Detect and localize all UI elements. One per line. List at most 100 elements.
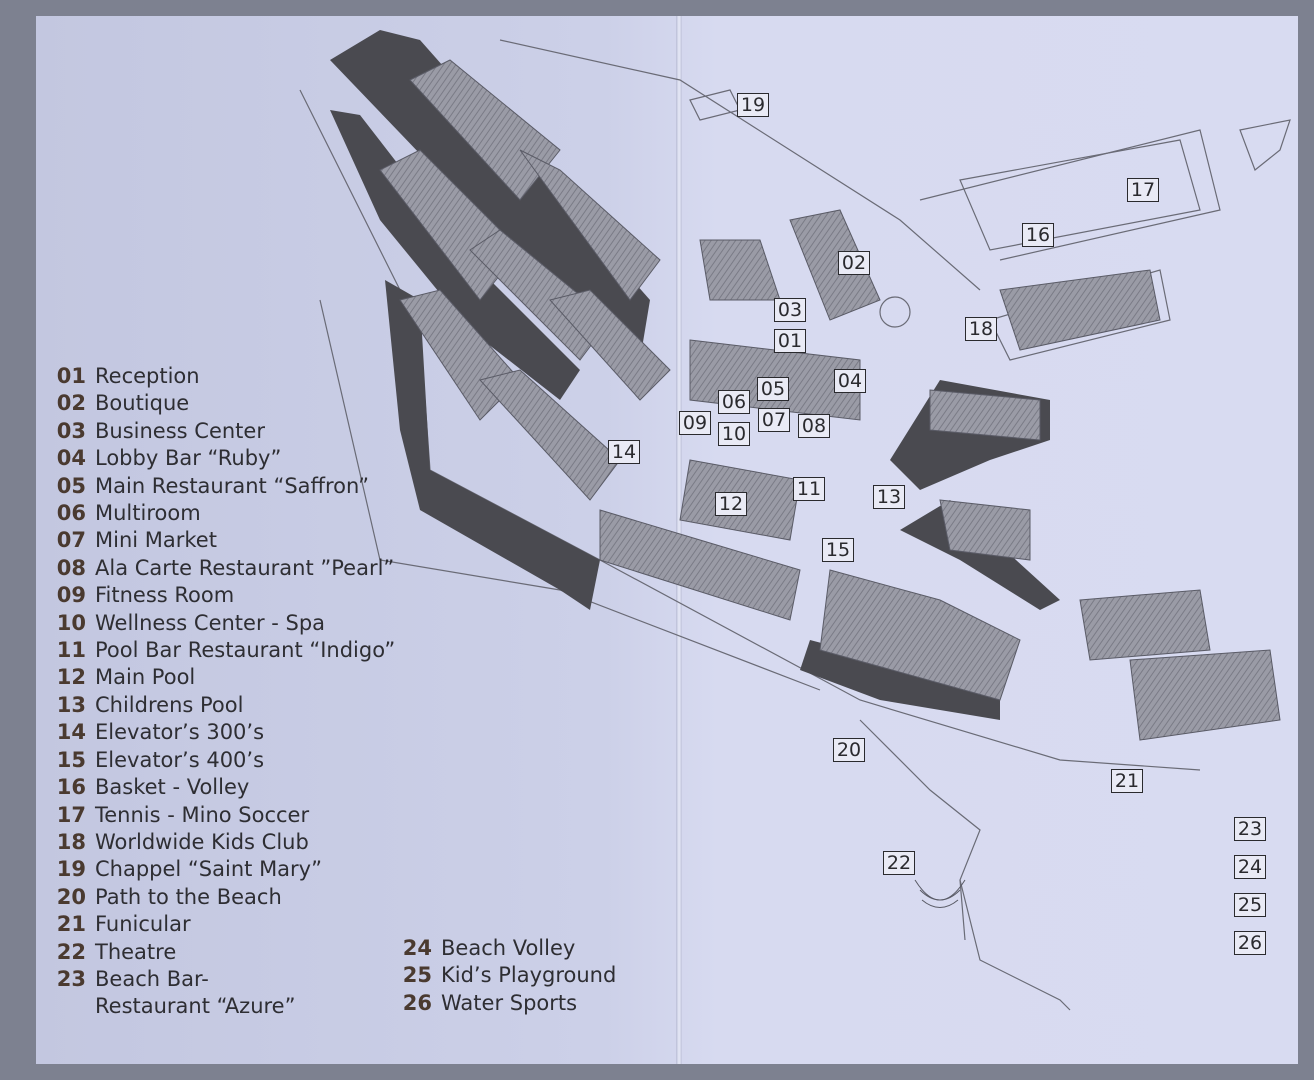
legend-number: 06 <box>56 501 86 526</box>
hatched-buildings <box>379 59 1281 741</box>
legend-number: 05 <box>56 473 86 498</box>
legend-label: Theatre <box>95 939 177 964</box>
legend-item: 24 Beach Volley <box>392 935 616 962</box>
legend-label: Chappel “Saint Mary” <box>95 857 322 882</box>
legend-item: 09 Fitness Room <box>46 582 395 609</box>
legend-label: Elevator’s 400’s <box>95 747 265 772</box>
legend-label: Beach Volley <box>441 936 576 960</box>
map-marker-09[interactable]: 09 <box>679 411 711 435</box>
map-marker-01[interactable]: 01 <box>774 329 806 353</box>
map-marker-13[interactable]: 13 <box>873 485 905 509</box>
legend-number: 09 <box>56 583 86 608</box>
map-marker-02[interactable]: 02 <box>838 251 870 275</box>
legend-item: 18 Worldwide Kids Club <box>46 829 395 856</box>
legend-item: 11 Pool Bar Restaurant “Indigo” <box>46 637 395 664</box>
legend-item: 19 Chappel “Saint Mary” <box>46 856 395 883</box>
legend-item: 21 Funicular <box>46 911 395 938</box>
map-marker-18[interactable]: 18 <box>965 317 997 341</box>
legend-number: 24 <box>402 936 432 960</box>
legend-label: Lobby Bar “Ruby” <box>95 446 282 471</box>
legend-number: 03 <box>56 418 86 443</box>
legend-label: Boutique <box>95 391 190 416</box>
legend-label: Main Pool <box>95 665 196 690</box>
legend-number: 18 <box>56 829 86 854</box>
legend-number: 17 <box>56 802 86 827</box>
map-marker-26[interactable]: 26 <box>1234 931 1266 955</box>
legend-item: 15 Elevator’s 400’s <box>46 747 395 774</box>
map-marker-15[interactable]: 15 <box>822 538 854 562</box>
legend-item: 07 Mini Market <box>46 527 395 554</box>
legend-item: 22 Theatre <box>46 939 395 966</box>
legend-label: Business Center <box>95 418 265 443</box>
legend-label: Worldwide Kids Club <box>95 829 309 854</box>
map-marker-11[interactable]: 11 <box>793 477 825 501</box>
map-marker-24[interactable]: 24 <box>1234 855 1266 879</box>
legend-label-continued: Restaurant “Azure” <box>95 994 296 1019</box>
map-marker-03[interactable]: 03 <box>774 298 806 322</box>
map-marker-16[interactable]: 16 <box>1022 223 1054 247</box>
legend-label: Reception <box>95 364 200 388</box>
legend-number: 15 <box>56 747 86 772</box>
map-marker-04[interactable]: 04 <box>834 369 866 393</box>
map-marker-06[interactable]: 06 <box>718 390 750 414</box>
legend-number: 26 <box>402 990 432 1015</box>
map-marker-14[interactable]: 14 <box>608 440 640 464</box>
legend-item: 14 Elevator’s 300’s <box>46 719 395 746</box>
legend-item: 13 Childrens Pool <box>46 692 395 719</box>
legend-label: Ala Carte Restaurant ”Pearl” <box>95 555 395 580</box>
legend-item: 04 Lobby Bar “Ruby” <box>46 445 395 472</box>
legend-label: Water Sports <box>441 990 578 1015</box>
map-marker-22[interactable]: 22 <box>883 851 915 875</box>
legend-item: 26 Water Sports <box>392 990 616 1017</box>
legend-item: 17 Tennis - Mino Soccer <box>46 802 395 829</box>
map-marker-17[interactable]: 17 <box>1127 178 1159 202</box>
map-marker-21[interactable]: 21 <box>1111 769 1143 793</box>
legend-number: 11 <box>56 638 86 663</box>
theatre-steps <box>914 879 966 908</box>
legend-number: 14 <box>56 720 86 745</box>
legend-number: 13 <box>56 692 86 717</box>
legend-number: 22 <box>56 939 86 964</box>
legend-number: 19 <box>56 857 86 882</box>
legend-number: 23 <box>56 966 86 991</box>
legend-label: Childrens Pool <box>95 692 244 717</box>
map-marker-07[interactable]: 07 <box>758 408 790 432</box>
legend-label: Fitness Room <box>95 583 235 608</box>
legend-label: Main Restaurant “Saffron” <box>95 473 370 498</box>
legend-label: Multiroom <box>95 501 201 526</box>
legend-label: Beach Bar- <box>95 966 209 991</box>
map-marker-25[interactable]: 25 <box>1234 893 1266 917</box>
legend-number: 25 <box>402 963 432 988</box>
legend-number: 21 <box>56 912 86 937</box>
legend-number: 04 <box>56 446 86 471</box>
map-marker-19[interactable]: 19 <box>737 93 769 117</box>
map-marker-20[interactable]: 20 <box>833 738 865 762</box>
legend-label: Path to the Beach <box>95 884 282 909</box>
map-marker-10[interactable]: 10 <box>718 422 750 446</box>
legend-number: 01 <box>56 364 86 388</box>
legend-item: 01 Reception <box>46 363 395 390</box>
map-marker-23[interactable]: 23 <box>1234 817 1266 841</box>
legend-label: Mini Market <box>95 528 217 553</box>
legend-item: 06 Multiroom <box>46 500 395 527</box>
legend-number: 16 <box>56 775 86 800</box>
map-marker-05[interactable]: 05 <box>757 377 789 401</box>
legend-item: 08 Ala Carte Restaurant ”Pearl” <box>46 555 395 582</box>
legend-label: Elevator’s 300’s <box>95 720 265 745</box>
legend-number: 08 <box>56 555 86 580</box>
legend-label: Pool Bar Restaurant “Indigo” <box>95 638 396 663</box>
legend-label: Tennis - Mino Soccer <box>95 802 310 827</box>
legend-number: 07 <box>56 528 86 553</box>
legend-number: 10 <box>56 610 86 635</box>
map-marker-08[interactable]: 08 <box>798 414 830 438</box>
map-marker-12[interactable]: 12 <box>715 492 747 516</box>
legend-item: 23 Beach Bar- <box>46 966 395 993</box>
legend-label: Funicular <box>95 912 191 937</box>
